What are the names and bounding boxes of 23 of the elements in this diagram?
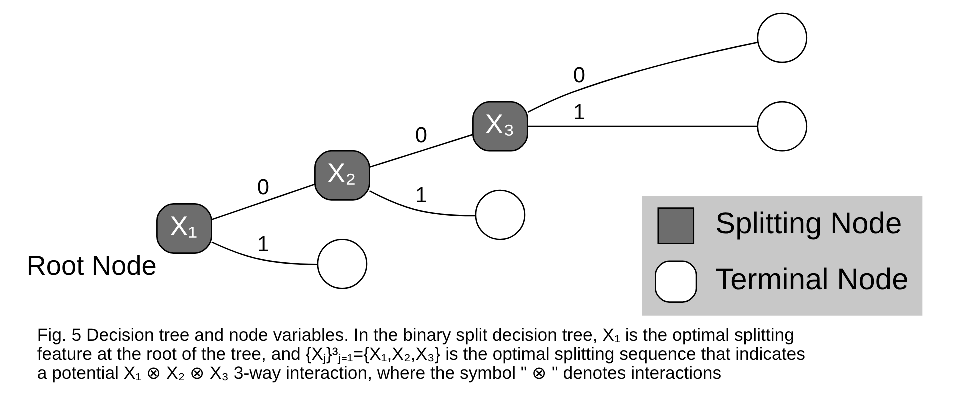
edge-label: 0 [573, 62, 586, 88]
node-box: X₁ [156, 204, 212, 254]
node-box: X₃ [472, 101, 528, 152]
legend-label: Terminal Node [716, 263, 909, 296]
connector [369, 190, 476, 217]
connector [212, 242, 318, 266]
node-circle [317, 238, 368, 290]
node-label: Root Node [26, 250, 157, 282]
edge-label: 1 [257, 232, 270, 257]
node-circle [757, 101, 808, 152]
connector [528, 42, 758, 114]
edge-label: 0 [257, 174, 270, 200]
edge-label: 1 [573, 100, 586, 125]
node-box: X₂ [314, 150, 370, 201]
connector [370, 134, 474, 168]
node-circle [475, 190, 526, 240]
caption: Fig. 5 Decision tree and node variables. In the binary split decision tree, X₁ is the optimal splitting feature at the root of the tree, and {Xⱼ}³ⱼ₌₁={X₁,X₂,X₃} is the optimal splitting sequence that indicates a potential X₁ ⊗ X₂ ⊗ X₃ 3-way interaction, where the symbol " ⊗ " denotes interactions [37, 324, 806, 384]
connector [528, 126, 758, 128]
edge-label: 0 [415, 122, 428, 148]
legend-label: Splitting Node [716, 208, 902, 241]
edge-label: 1 [415, 182, 428, 208]
connector [212, 184, 316, 220]
node-circle [757, 12, 808, 64]
